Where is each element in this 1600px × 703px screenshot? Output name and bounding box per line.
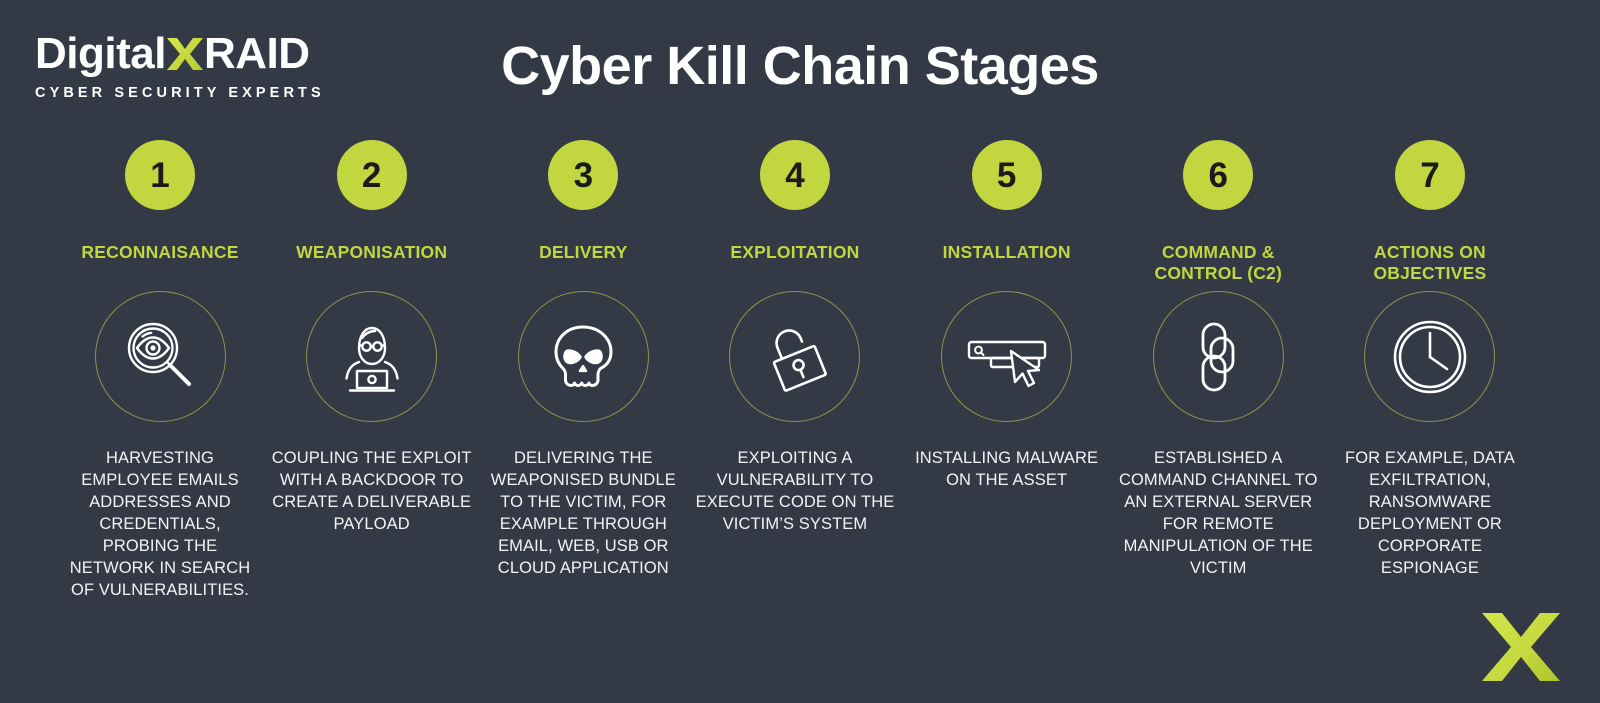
stage-label: INSTALLATION xyxy=(942,242,1071,262)
stage-description: INSTALLING MALWARE ON THE ASSET xyxy=(915,449,1099,489)
stage-description: HARVESTING EMPLOYEE EMAILS ADDRESSES AND… xyxy=(69,449,251,599)
clock-icon xyxy=(1387,314,1473,400)
stage-icon-ring xyxy=(1364,291,1496,422)
brand-name-part2: RAID xyxy=(203,29,310,78)
stage-number-badge: 7 xyxy=(1394,140,1465,210)
stage-number-badge: 6 xyxy=(1183,140,1254,210)
skull-icon xyxy=(540,314,626,400)
stage-item: 5 INSTALLATION INSTALLING MALWARE ON THE… xyxy=(907,140,1107,492)
brand-x-icon xyxy=(165,34,205,74)
stage-item: 1 RECONNAISANCE HARVESTING EMP xyxy=(60,140,260,602)
stage-number-badge: 4 xyxy=(759,140,830,210)
stage-list: 1 RECONNAISANCE HARVESTING EMP xyxy=(60,140,1530,602)
stage-icon-ring xyxy=(941,291,1073,422)
stage-icon-ring xyxy=(1152,291,1284,422)
stage-description: EXPLOITING A VULNERABILITY TO EXECUTE CO… xyxy=(695,449,895,533)
stage-description: DELIVERING THE WEAPONISED BUNDLE TO THE … xyxy=(490,449,676,577)
stage-item: 7 ACTIONS ON OBJECTIVES FOR EXAMPLE, DAT… xyxy=(1330,140,1530,580)
stage-description: FOR EXAMPLE, DATA EXFILTRATION, RANSOMWA… xyxy=(1345,449,1515,577)
stage-icon-ring xyxy=(517,291,649,422)
stage-number-badge: 2 xyxy=(336,140,407,210)
search-bar-cursor-icon xyxy=(961,314,1053,400)
stage-icon-ring xyxy=(729,291,861,422)
stage-item: 3 DELIVERY DELIVERING THE WEAPONISED BUN… xyxy=(483,140,683,580)
stage-item: 2 WEAPONISATION xyxy=(272,140,472,536)
stage-item: 4 EXPLOITATION EXPLOITING A VULNERABILIT… xyxy=(695,140,895,536)
magnifier-eye-icon xyxy=(117,314,203,400)
chain-link-icon xyxy=(1175,314,1261,400)
stage-description: COUPLING THE EXPLOIT WITH A BACKDOOR TO … xyxy=(271,449,472,533)
stage-label: RECONNAISANCE xyxy=(81,242,239,262)
brand-logo: Digital RAID CYBER SECURITY EXPERTS xyxy=(35,32,325,102)
stage-description: ESTABLISHED A COMMAND CHANNEL TO AN EXTE… xyxy=(1118,449,1318,577)
brand-tagline: CYBER SECURITY EXPERTS xyxy=(35,85,325,101)
stage-item: 6 COMMAND & CONTROL (C2) ESTABLISHED A C… xyxy=(1118,140,1318,580)
stage-label: COMMAND & CONTROL (C2) xyxy=(1154,242,1283,283)
stage-icon-ring xyxy=(306,291,438,422)
open-padlock-icon xyxy=(752,314,838,400)
brand-wordmark: Digital RAID xyxy=(35,32,325,76)
stage-number-badge: 3 xyxy=(548,140,619,210)
stage-number-badge: 1 xyxy=(125,140,195,210)
stage-number-badge: 5 xyxy=(971,140,1042,210)
stage-label: WEAPONISATION xyxy=(296,242,448,262)
page-title: Cyber Kill Chain Stages xyxy=(501,36,1099,96)
brand-name-part1: Digital xyxy=(35,29,166,78)
stage-label: EXPLOITATION xyxy=(730,242,860,262)
stage-icon-ring xyxy=(94,291,226,422)
stage-label: DELIVERY xyxy=(539,242,628,262)
stage-label: ACTIONS ON OBJECTIVES xyxy=(1373,242,1487,283)
hacker-laptop-icon xyxy=(329,314,415,400)
x-logo-mark xyxy=(1480,611,1562,683)
